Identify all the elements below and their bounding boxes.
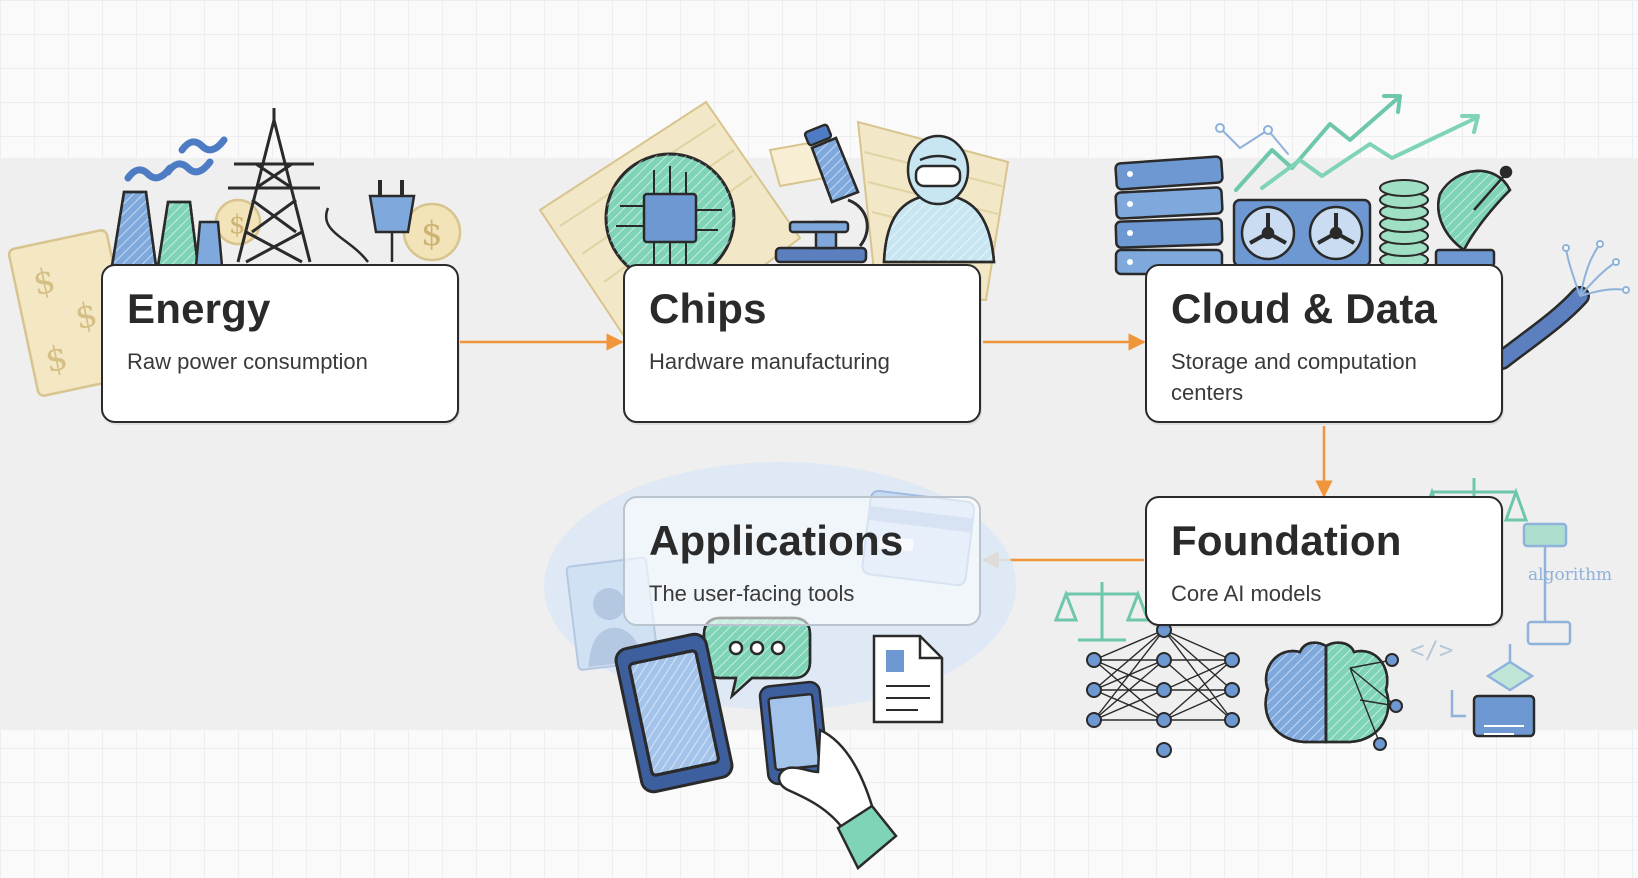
factory-icon [110, 190, 224, 268]
stage-title: Chips [649, 285, 767, 332]
stage-energy: Energy Raw power consumption [101, 264, 459, 423]
stage-title: Energy [127, 285, 271, 332]
stage-foundation: Foundation Core AI models [1145, 496, 1503, 626]
algorithm-label: algorithm [1528, 565, 1612, 585]
smoke-icon [124, 136, 228, 182]
neural-network-icon [1086, 622, 1240, 758]
stage-title: Applications [649, 517, 904, 564]
stage-subtitle: Core AI models [1171, 581, 1322, 607]
stage-chips: Chips Hardware manufacturing [623, 264, 981, 423]
hand-phone-icon [758, 680, 898, 870]
stage-subtitle: Hardware manufacturing [649, 349, 890, 375]
svg-text:$: $ [421, 214, 443, 254]
code-tag-text: </> [1410, 636, 1453, 664]
server-rack-icon [1114, 155, 1224, 276]
chip-icon [604, 152, 736, 284]
coin-stack-icon [1379, 179, 1429, 269]
plug-icon [324, 180, 416, 263]
document-icon [872, 634, 944, 724]
clean-room-worker-icon [882, 134, 996, 264]
stage-title: Cloud & Data [1171, 285, 1438, 332]
chat-bubble-icon [702, 616, 812, 700]
cooling-fan-icon [1232, 198, 1372, 268]
stage-subtitle: Storage and computation centers [1171, 349, 1417, 406]
microscope-icon [774, 123, 869, 264]
flowchart-icon [1450, 522, 1572, 738]
stage-title: Foundation [1171, 517, 1402, 564]
stage-subtitle: Raw power consumption [127, 349, 368, 375]
brain-icon [1264, 641, 1403, 751]
power-tower-icon [228, 108, 320, 264]
svg-text:$: $ [229, 210, 246, 240]
stage-subtitle: The user-facing tools [649, 581, 855, 607]
satellite-dish-icon [1434, 165, 1513, 268]
stage-applications: Applications The user-facing tools [623, 496, 981, 626]
stage-cloud-data: Cloud & Data Storage and computation cen… [1145, 264, 1503, 423]
fiber-optic-icon [1492, 240, 1630, 370]
growth-chart-icon [1215, 94, 1480, 192]
smartphone-icon [614, 632, 734, 794]
